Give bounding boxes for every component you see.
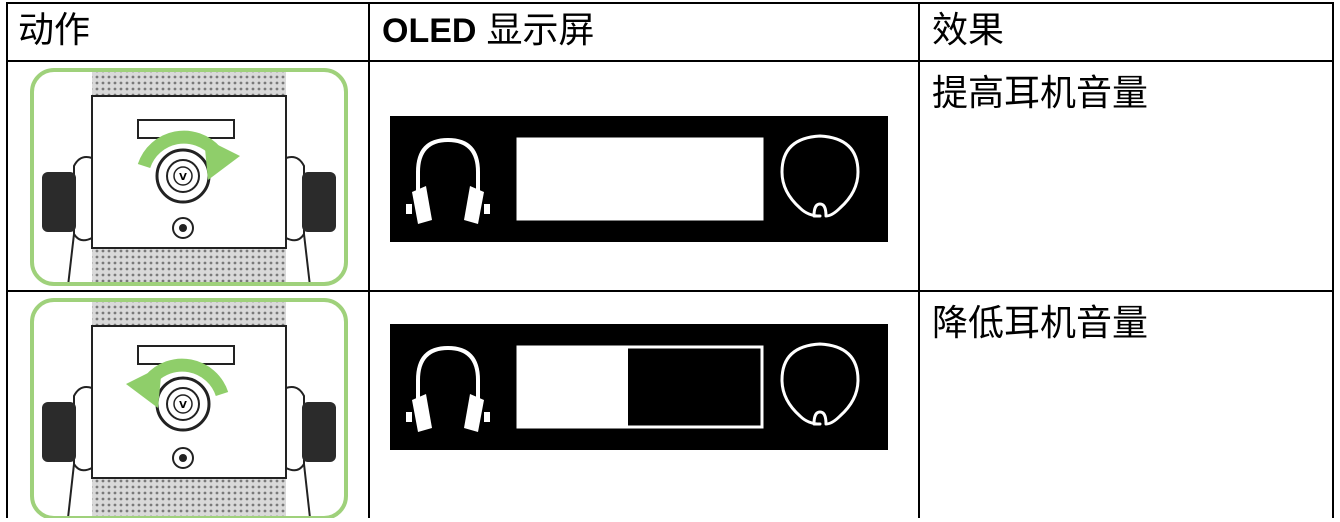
effect-text-row-2: 降低耳机音量 bbox=[932, 303, 1149, 344]
headphones-icon bbox=[406, 137, 490, 224]
microphone-rotate-clockwise-image: V bbox=[30, 68, 348, 288]
table-border-top bbox=[6, 2, 1334, 4]
device-illustration-clockwise: V bbox=[28, 68, 350, 290]
table-divider-col-2 bbox=[918, 2, 920, 518]
ear-icon bbox=[780, 134, 860, 218]
microphone-rotate-counterclockwise-image: V bbox=[30, 298, 348, 520]
oled-display-row-1 bbox=[390, 116, 888, 246]
table-border-right bbox=[1332, 2, 1334, 518]
svg-text:V: V bbox=[179, 172, 187, 183]
header-effect-label: 效果 bbox=[932, 10, 1005, 51]
header-action-label: 动作 bbox=[18, 10, 91, 51]
device-illustration-counterclockwise: V bbox=[28, 298, 350, 522]
header-oled-suffix: 显示屏 bbox=[486, 10, 595, 51]
table-divider-col-1 bbox=[368, 2, 370, 518]
ear-icon bbox=[780, 342, 860, 426]
header-effect: 效果 bbox=[932, 4, 1004, 58]
header-action: 动作 bbox=[18, 4, 90, 58]
volume-bar-fill bbox=[518, 139, 762, 219]
headphones-icon bbox=[406, 345, 490, 432]
volume-bar-fill bbox=[518, 347, 628, 427]
effect-text-row-1: 提高耳机音量 bbox=[932, 73, 1149, 114]
table-divider-row-1 bbox=[6, 290, 1334, 292]
svg-text:V: V bbox=[179, 400, 187, 411]
header-oled: OLED 显示屏 bbox=[382, 4, 594, 58]
oled-display-row-2 bbox=[390, 324, 888, 454]
header-oled-prefix: OLED bbox=[382, 12, 477, 50]
table-divider-header bbox=[6, 60, 1334, 62]
table-border-left bbox=[6, 2, 8, 518]
